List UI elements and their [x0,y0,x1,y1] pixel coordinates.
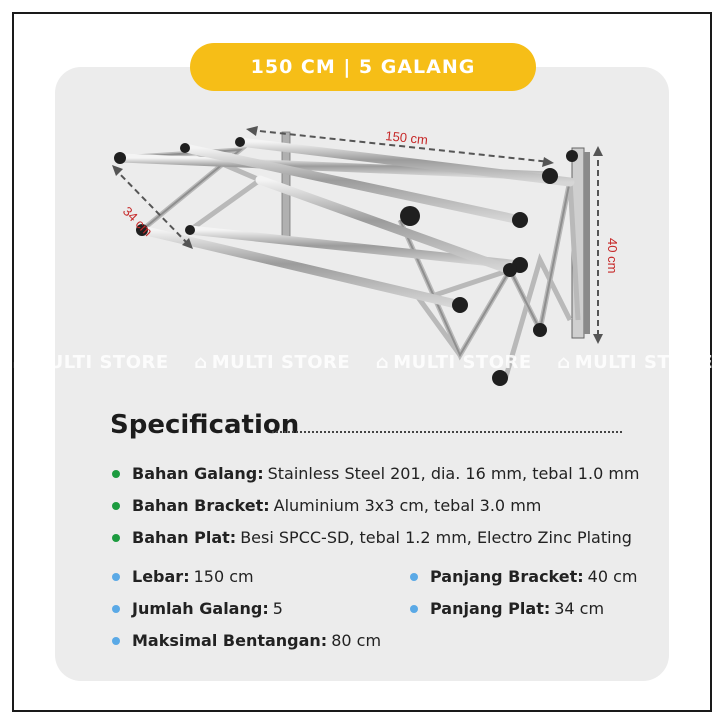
spec-label: Maksimal Bentangan: [132,631,328,650]
watermark: ⌂MULTI STORE [375,351,532,373]
end-caps [114,137,578,386]
arrow-head-icon [593,334,603,344]
spec-value: Besi SPCC-SD, tebal 1.2 mm, Electro Zinc… [240,528,632,547]
spec-label: Lebar: [132,567,190,586]
spec-row: Maksimal Bentangan: 80 cm [112,631,381,650]
spec-row: Bahan Galang: Stainless Steel 201, dia. … [112,464,640,483]
header-label: 150 CM | 5 GALANG [250,56,476,78]
green-bullet-icon [112,469,120,478]
spec-value: Stainless Steel 201, dia. 16 mm, tebal 1… [267,464,640,483]
blue-bullet-icon [112,636,120,645]
spec-title-divider [272,431,622,433]
blue-bullet-icon [410,572,418,581]
header-pill: 150 CM | 5 GALANG [190,43,536,91]
store-logo-icon: ⌂ [557,351,571,373]
watermark: ⌂MULTI STORE [194,351,351,373]
store-logo-icon: ⌂ [194,351,208,373]
spec-title: Specification [110,410,300,440]
spec-label: Bahan Plat: [132,528,237,547]
arrow-head-icon [246,126,258,136]
watermark: ⌂MULTI STORE [12,351,169,373]
arrow-head-icon [112,165,123,176]
spec-label: Jumlah Galang: [132,599,269,618]
spec-value: 5 [272,599,283,618]
watermark-strip: ⌂MULTI STORE ⌂MULTI STORE ⌂MULTI STORE ⌂… [0,347,726,377]
spec-value: Aluminium 3x3 cm, tebal 3.0 mm [273,496,542,515]
spec-value: 80 cm [331,631,382,650]
spec-value: 34 cm [554,599,605,618]
blue-bullet-icon [112,604,120,613]
spec-label: Panjang Bracket: [430,567,584,586]
arrow-head-icon [542,157,554,167]
green-bullet-icon [112,533,120,542]
spec-row: Panjang Plat: 34 cm [410,599,604,618]
rods [115,137,575,310]
store-logo-icon: ⌂ [375,351,390,373]
spec-value: 40 cm [587,567,638,586]
blue-bullet-icon [112,572,120,581]
drying-rack-image: 150 cm 40 cm 34 cm [112,126,620,386]
dimension-lines [113,129,599,340]
arrow-head-icon [593,146,603,156]
spec-row: Lebar: 150 cm [112,567,254,586]
spec-row: Bahan Bracket: Aluminium 3x3 cm, tebal 3… [112,496,541,515]
height-dimension-label: 40 cm [605,238,620,273]
length-dimension-label: 150 cm [385,128,429,147]
store-logo-icon: ⌂ [12,351,27,373]
arrow-head-icon [182,238,193,249]
blue-bullet-icon [410,604,418,613]
green-bullet-icon [112,501,120,510]
spec-row: Bahan Plat: Besi SPCC-SD, tebal 1.2 mm, … [112,528,632,547]
spec-label: Panjang Plat: [430,599,551,618]
spec-value: 150 cm [193,567,254,586]
spec-row: Jumlah Galang: 5 [112,599,283,618]
spec-row: Panjang Bracket: 40 cm [410,567,637,586]
spec-label: Bahan Galang: [132,464,264,483]
spec-label: Bahan Bracket: [132,496,270,515]
watermark: ⌂MULTI STORE [557,351,714,373]
